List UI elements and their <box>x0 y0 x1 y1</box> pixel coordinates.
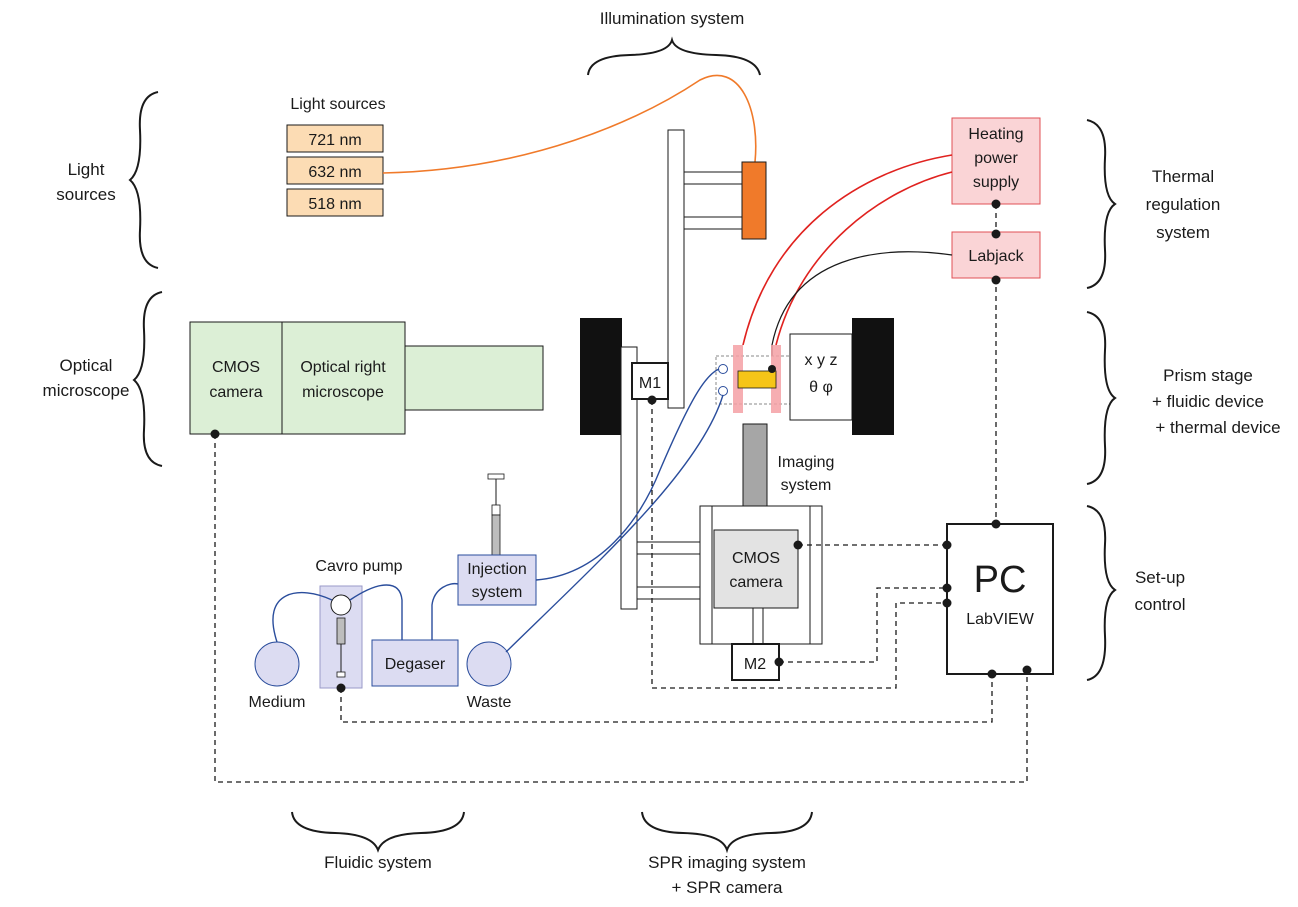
injection-system: Injection system <box>457 554 537 606</box>
brace-thermal <box>1086 119 1117 289</box>
optical-microscope: CMOS camera Optical right microscope <box>189 321 544 435</box>
fluidic-port-top <box>718 364 728 374</box>
brace-light-sources <box>128 91 159 269</box>
brace-optical-microscope <box>132 291 163 467</box>
illumination-arm-bottom <box>683 216 743 230</box>
waste-label: Waste <box>467 694 512 711</box>
svg-text:Heating: Heating <box>968 126 1023 143</box>
brace-illumination <box>587 36 761 76</box>
group-label-prism-3: + thermal device <box>1155 418 1280 437</box>
rotation-mount-right <box>852 318 894 435</box>
light-sources-title: Light sources <box>290 96 385 113</box>
microscope-label-2: microscope <box>302 384 384 401</box>
heating-wire-2 <box>775 171 953 346</box>
degaser: Degaser <box>371 639 459 687</box>
fluidic-port-bottom <box>718 386 728 396</box>
heating-wire-1 <box>742 154 953 346</box>
group-label-thermal-2: regulation <box>1146 195 1221 214</box>
group-label-spr-1: SPR imaging system <box>648 853 806 872</box>
group-label-setup-2: control <box>1134 595 1185 614</box>
motor-m2: M2 <box>731 643 780 681</box>
svg-text:CMOS: CMOS <box>732 550 780 567</box>
svg-text:632 nm: 632 nm <box>308 164 361 181</box>
light-source-head <box>741 161 767 240</box>
cavro-pump-label: Cavro pump <box>315 558 402 575</box>
group-label-optical-microscope-1: Optical <box>60 356 113 375</box>
svg-text:x y z: x y z <box>805 352 838 369</box>
svg-text:721 nm: 721 nm <box>308 132 361 149</box>
group-label-prism-1: Prism stage <box>1163 366 1253 385</box>
svg-text:518 nm: 518 nm <box>308 196 361 213</box>
brace-fluidic <box>291 811 465 853</box>
xyz-stage: x y z θ φ <box>789 333 853 421</box>
illumination-arm-top <box>683 171 743 185</box>
microscope-label-1: Optical right <box>300 359 386 376</box>
waste-reservoir <box>466 641 512 687</box>
group-label-prism-2: + fluidic device <box>1152 392 1264 411</box>
injection-syringe <box>487 473 505 556</box>
group-label-illumination: Illumination system <box>600 9 745 28</box>
svg-text:power: power <box>974 150 1018 167</box>
brace-spr <box>641 811 813 854</box>
svg-text:camera: camera <box>729 574 782 591</box>
svg-text:Labjack: Labjack <box>968 248 1024 265</box>
labjack: Labjack <box>951 231 1041 279</box>
medium-reservoir <box>254 641 300 687</box>
spr-arm-top <box>636 541 701 555</box>
cavro-pump <box>319 585 363 689</box>
group-label-optical-microscope-2: microscope <box>43 381 130 400</box>
group-label-spr-2: + SPR camera <box>671 878 783 897</box>
microscope-cmos-label-1: CMOS <box>212 359 260 376</box>
svg-text:M2: M2 <box>744 656 766 673</box>
pc-labview: PC LabVIEW <box>946 523 1054 675</box>
tube-medium-pump <box>272 591 333 643</box>
tube-chip-waste <box>505 394 724 653</box>
rotation-mount-left <box>580 318 622 435</box>
light-source-632: 632 nm <box>286 156 384 185</box>
svg-text:Injection: Injection <box>467 561 527 578</box>
motor-m1: M1 <box>631 362 669 400</box>
microscope-cmos-label-2: camera <box>209 384 262 401</box>
svg-text:M1: M1 <box>639 375 661 392</box>
brace-prism-stage <box>1086 311 1117 485</box>
svg-text:θ φ: θ φ <box>809 379 833 396</box>
heating-power-supply: Heating power supply <box>951 117 1041 205</box>
link-m2-pc <box>779 587 947 663</box>
group-label-fluidic: Fluidic system <box>324 853 432 872</box>
group-label-light-sources-1: Light <box>68 160 105 179</box>
labjack-sensor-wire <box>771 251 953 368</box>
pc-label: PC <box>974 559 1027 601</box>
sample-chip <box>737 370 777 389</box>
group-label-thermal-1: Thermal <box>1152 167 1214 186</box>
svg-text:supply: supply <box>973 174 1019 191</box>
svg-text:system: system <box>472 584 523 601</box>
vertical-rail <box>620 346 638 610</box>
light-source-721: 721 nm <box>286 124 384 153</box>
imaging-system-label-2: system <box>781 477 832 494</box>
illumination-rail <box>667 129 685 409</box>
link-m1-pc <box>651 400 947 689</box>
group-label-setup-1: Set-up <box>1135 568 1185 587</box>
spr-cmos-camera: CMOS camera <box>713 529 799 609</box>
spr-arm-bottom <box>636 586 701 600</box>
imaging-system-label-1: Imaging <box>778 454 835 471</box>
svg-text:Degaser: Degaser <box>385 656 446 673</box>
tube-pump-degaser <box>349 584 403 640</box>
group-label-thermal-3: system <box>1156 223 1210 242</box>
group-label-light-sources-2: sources <box>56 185 116 204</box>
tube-injection-chip <box>535 368 720 581</box>
optical-fiber <box>382 74 757 174</box>
link-microscope-pc <box>214 434 1028 783</box>
medium-label: Medium <box>249 694 306 711</box>
labview-label: LabVIEW <box>966 611 1034 628</box>
tube-degaser-injection <box>431 582 459 640</box>
light-source-518: 518 nm <box>286 188 384 217</box>
brace-setup-control <box>1086 505 1117 681</box>
